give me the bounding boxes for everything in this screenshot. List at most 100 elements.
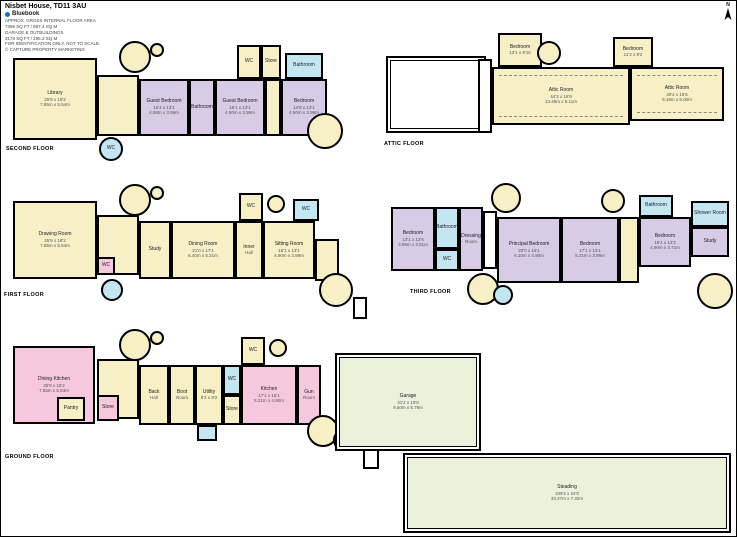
turret-stair [697,273,733,309]
room-label: 30'2 x 16'5 [666,91,688,97]
room-wc-3: WC [293,199,319,221]
room-study: Study [691,227,729,257]
header-line: GARAGE & OUTBUILDINGS [5,29,64,35]
turret-small [601,189,625,213]
room-label: Store [226,406,238,413]
room-label: 16'1 x 13'1 [229,105,251,111]
room-bathroom: Bathroom [435,207,459,249]
wc-turret [101,279,123,301]
room-label: Boot [176,388,188,395]
room-label: Guest Bedroom [222,98,258,105]
eaves-line [637,112,717,113]
room-label: Bedroom [654,232,676,239]
eaves-line [499,75,623,76]
room-label: Drawing Room [38,230,72,237]
room-label: Attic Room [548,86,574,93]
room-label: 4.90m x 3.99m [274,252,304,258]
room-pantry: Pantry [57,397,85,421]
room-wc-2: WC [239,193,263,221]
floor-caption-attic-floor: ATTIC FLOOR [384,141,424,147]
header-line: APPROX. GROSS INTERNAL FLOOR AREA [5,18,96,23]
room-label: 21'0 x 17'1 [192,247,214,253]
brand-dot-icon [5,11,10,17]
room-bathroom-2: Bathroom [639,195,673,217]
room-label: WC [248,347,258,354]
room-label: Bedroom [579,240,601,247]
stairs [478,59,492,133]
page-title: Nisbet House, TD11 3AU [5,3,87,10]
room-label: 7.85m x 5.54m [39,387,69,393]
room-label: WC [227,376,237,383]
room-label: 9.19m x 5.00m [662,96,692,102]
landing [265,79,281,136]
room-label: Bedroom [402,229,424,236]
north-label: N [726,2,730,8]
turret-small [150,331,164,345]
room-label: 25'9 x 18'2 [43,382,65,388]
room-label: 3.99m x 3.81m [398,241,428,247]
turret-small [150,186,164,200]
room-label: Study [703,238,717,245]
porch [197,425,217,441]
room-shower: Shower Room [691,201,729,227]
room-label: Room [302,395,315,401]
room-label: Bathroom [645,202,667,209]
room-label: Back [148,388,160,395]
turret-small [269,339,287,357]
room-label: Principal Bedroom [508,240,550,247]
header-line: FOR IDENTIFICATION ONLY. NOT TO SCALE. [5,41,101,47]
room-wc: WC [97,257,115,275]
room-label: WC [244,58,254,65]
room-label: 25'9 x 18'2 [44,237,66,243]
room-label: 6.10m x 4.90m [514,252,544,258]
header: Nisbet House, TD11 3AU Bluebook APPROX. … [5,3,100,53]
turret-stair [119,41,151,73]
room-bathroom-2: Bathroom [285,53,323,79]
landing [619,217,639,283]
room-label: Shower Room [694,210,726,217]
turret-stair [537,41,561,65]
room-label: Inner [243,243,255,250]
room-wc: WC [223,365,241,395]
room-label: Kitchen [260,385,278,392]
room-label: 31'2 x 19'0 [397,399,419,405]
room-label: Room [175,395,188,401]
room-label: Room [464,239,477,245]
header-line: 3178 SQ FT / 295.2 SQ M [5,35,58,41]
room-label: Bathroom [191,103,213,110]
turret-small [267,195,285,213]
room-label: 20'0 x 16'1 [518,247,540,253]
room-label: 13'1 x 12'6 [402,236,424,242]
room-label: Bathroom [436,224,458,231]
room-label: Guest Bedroom [146,98,182,105]
room-label: Bedroom [509,43,531,50]
brand-logo: Bluebook [5,11,100,17]
room-label: 4.90m x 3.99m [225,110,255,116]
room-store: Store [261,45,281,79]
room-label: 109'2 x 24'0 [555,490,579,496]
room-label: Library [47,89,63,96]
room-wc: WC [435,249,459,271]
turret-stair [319,273,353,307]
north-arrow: N [723,3,733,22]
room-label: Hall [245,250,253,256]
room-label: 9'2 x 8'2 [200,395,218,401]
room-store: Store [97,395,119,421]
room-label: Dining Room [188,240,218,247]
floor-caption-second-floor: SECOND FLOOR [6,146,54,152]
room-label: Garage [399,392,417,399]
room-label: 44'3 x 16'9 [550,93,572,99]
room-store-2: Store [223,395,241,425]
